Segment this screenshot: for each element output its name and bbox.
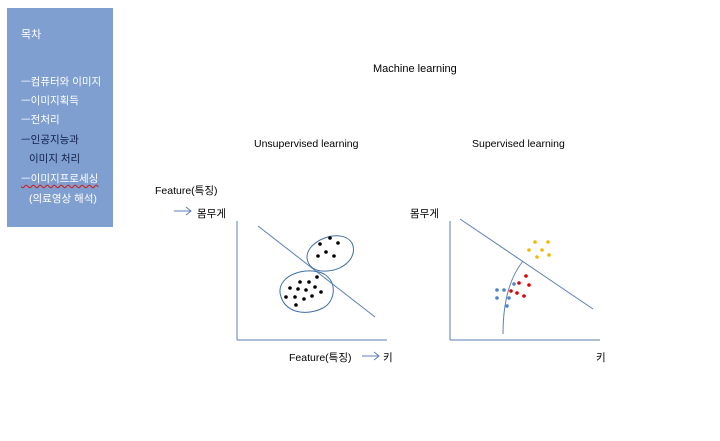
unsupervised-label: Unsupervised learning [254, 138, 359, 150]
data-point [515, 291, 519, 295]
data-point [304, 288, 308, 292]
table-of-contents-panel: 목차 ㅡ컴퓨터와 이미지 ㅡ이미지획득 ㅡ전처리 ㅡ인공지능과 이미지 처리 ㅡ… [7, 8, 113, 227]
supervised-label: Supervised learning [472, 138, 565, 150]
data-point [522, 294, 526, 298]
toc-item-image-acquisition[interactable]: ㅡ이미지획득 [21, 95, 79, 107]
data-point [298, 280, 302, 284]
slide-title: Machine learning [373, 63, 457, 75]
class-red-points [509, 274, 531, 298]
data-point [495, 288, 499, 292]
supervised-y-axis-label: 몸무게 [410, 208, 439, 220]
feature-label-bottom: Feature(특징) [289, 352, 352, 364]
toc-item-preprocessing[interactable]: ㅡ전처리 [21, 114, 60, 126]
data-point [527, 248, 531, 252]
supervised-x-axis-label: 키 [596, 352, 606, 364]
data-point [315, 275, 319, 279]
data-point [509, 289, 513, 293]
toc-item-medical-analysis[interactable]: (의료영상 해석) [29, 193, 97, 205]
data-point [288, 286, 292, 290]
arrow-right-icon [174, 206, 192, 216]
data-point [517, 281, 521, 285]
toc-item-image-processing[interactable]: 이미지 처리 [29, 153, 81, 165]
data-point [318, 242, 322, 246]
decision-curve [502, 260, 524, 335]
data-point [547, 253, 551, 257]
data-point [535, 255, 539, 259]
data-point [310, 294, 314, 298]
data-point [307, 280, 311, 284]
data-point [296, 287, 300, 291]
data-point [319, 290, 323, 294]
class-blue-points [495, 282, 516, 308]
data-point [336, 241, 340, 245]
data-point [495, 296, 499, 300]
toc-title: 목차 [21, 29, 42, 41]
feature-label-top: Feature(특징) [155, 185, 218, 197]
data-point [324, 250, 328, 254]
unsupervised-axes [236, 221, 387, 341]
toc-item-image-processing-medical[interactable]: ㅡ이미지프로세싱 [21, 173, 99, 185]
data-point [294, 303, 298, 307]
data-point [524, 274, 528, 278]
data-point [502, 288, 506, 292]
data-point [316, 254, 320, 258]
cluster-boundary [306, 235, 354, 272]
unsupervised-x-axis-label: 키 [383, 352, 393, 364]
cluster-points [284, 236, 340, 307]
supervised-axes [449, 221, 600, 341]
supervised-plot [449, 218, 600, 341]
data-point [533, 240, 537, 244]
data-point [512, 282, 516, 286]
cluster-boundary [279, 270, 334, 313]
unsupervised-plot [236, 221, 387, 341]
data-point [313, 285, 317, 289]
decision-line [459, 218, 594, 310]
data-point [540, 248, 544, 252]
class-orange-points [527, 240, 551, 259]
data-point [527, 283, 531, 287]
data-point [505, 304, 509, 308]
toc-item-ai[interactable]: ㅡ인공지능과 [21, 134, 79, 146]
data-point [284, 295, 288, 299]
unsupervised-y-axis-label: 몸무게 [197, 208, 226, 220]
data-point [302, 297, 306, 301]
toc-item-computer-image[interactable]: ㅡ컴퓨터와 이미지 [21, 76, 102, 88]
data-point [293, 295, 297, 299]
arrow-right-icon [362, 351, 380, 361]
data-point [328, 236, 332, 240]
data-point [507, 296, 511, 300]
data-point [546, 240, 550, 244]
data-point [332, 254, 336, 258]
